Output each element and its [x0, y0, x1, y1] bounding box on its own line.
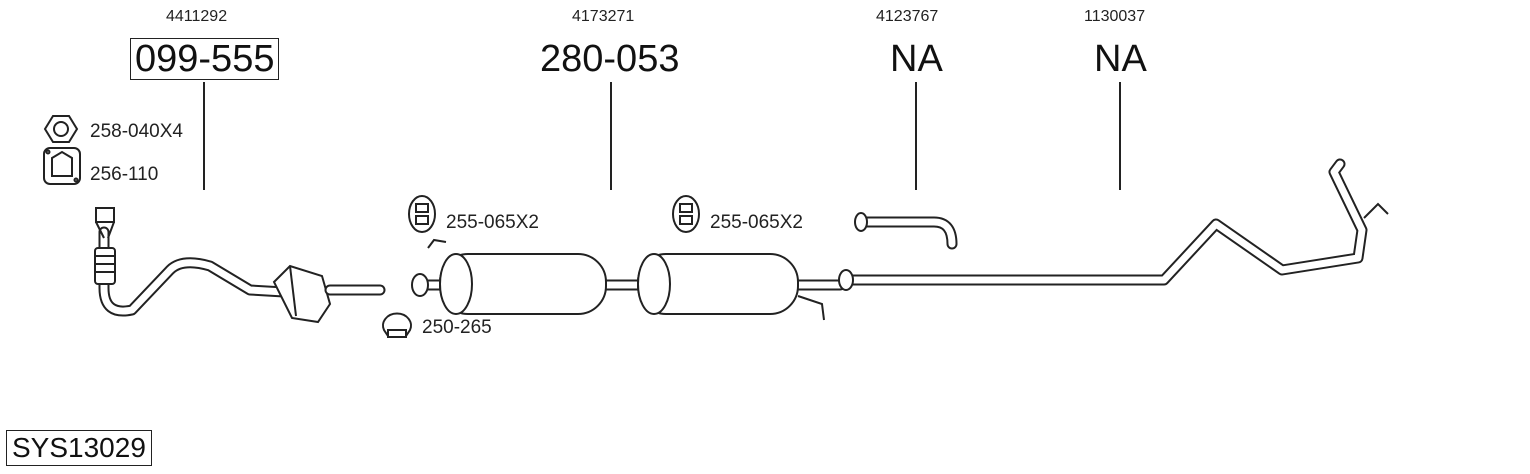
- part-number-280-053[interactable]: 280-053: [540, 38, 680, 80]
- hanger-label-1: 255-065X2: [446, 212, 539, 233]
- oe-number-4: 1130037: [1084, 8, 1146, 25]
- oe-number-1: 4411292: [166, 8, 228, 25]
- part-number-na-2[interactable]: NA: [1094, 38, 1147, 80]
- clamp-label: 250-265: [422, 317, 492, 338]
- front-pipe-catalyst: [94, 207, 386, 324]
- clamp-icon: [382, 312, 412, 338]
- system-id: SYS13029: [6, 430, 152, 466]
- oe-number-2: 4173271: [572, 8, 635, 25]
- nut-icon: [43, 115, 79, 143]
- rear-pipe: [838, 158, 1389, 291]
- rubber-hanger-icon-2: [672, 195, 700, 233]
- part-number-099-555[interactable]: 099-555: [130, 38, 280, 80]
- part-number-na-1[interactable]: NA: [890, 38, 943, 80]
- middle-silencer-pipe: [411, 238, 846, 321]
- rubber-hanger-icon-1: [408, 195, 436, 233]
- nut-label: 258-040X4: [90, 121, 183, 142]
- gasket-icon: [43, 147, 81, 185]
- intermediate-pipe: [854, 212, 958, 250]
- hanger-label-2: 255-065X2: [710, 212, 803, 233]
- oe-number-3: 4123767: [876, 8, 939, 25]
- gasket-label: 256-110: [90, 164, 159, 185]
